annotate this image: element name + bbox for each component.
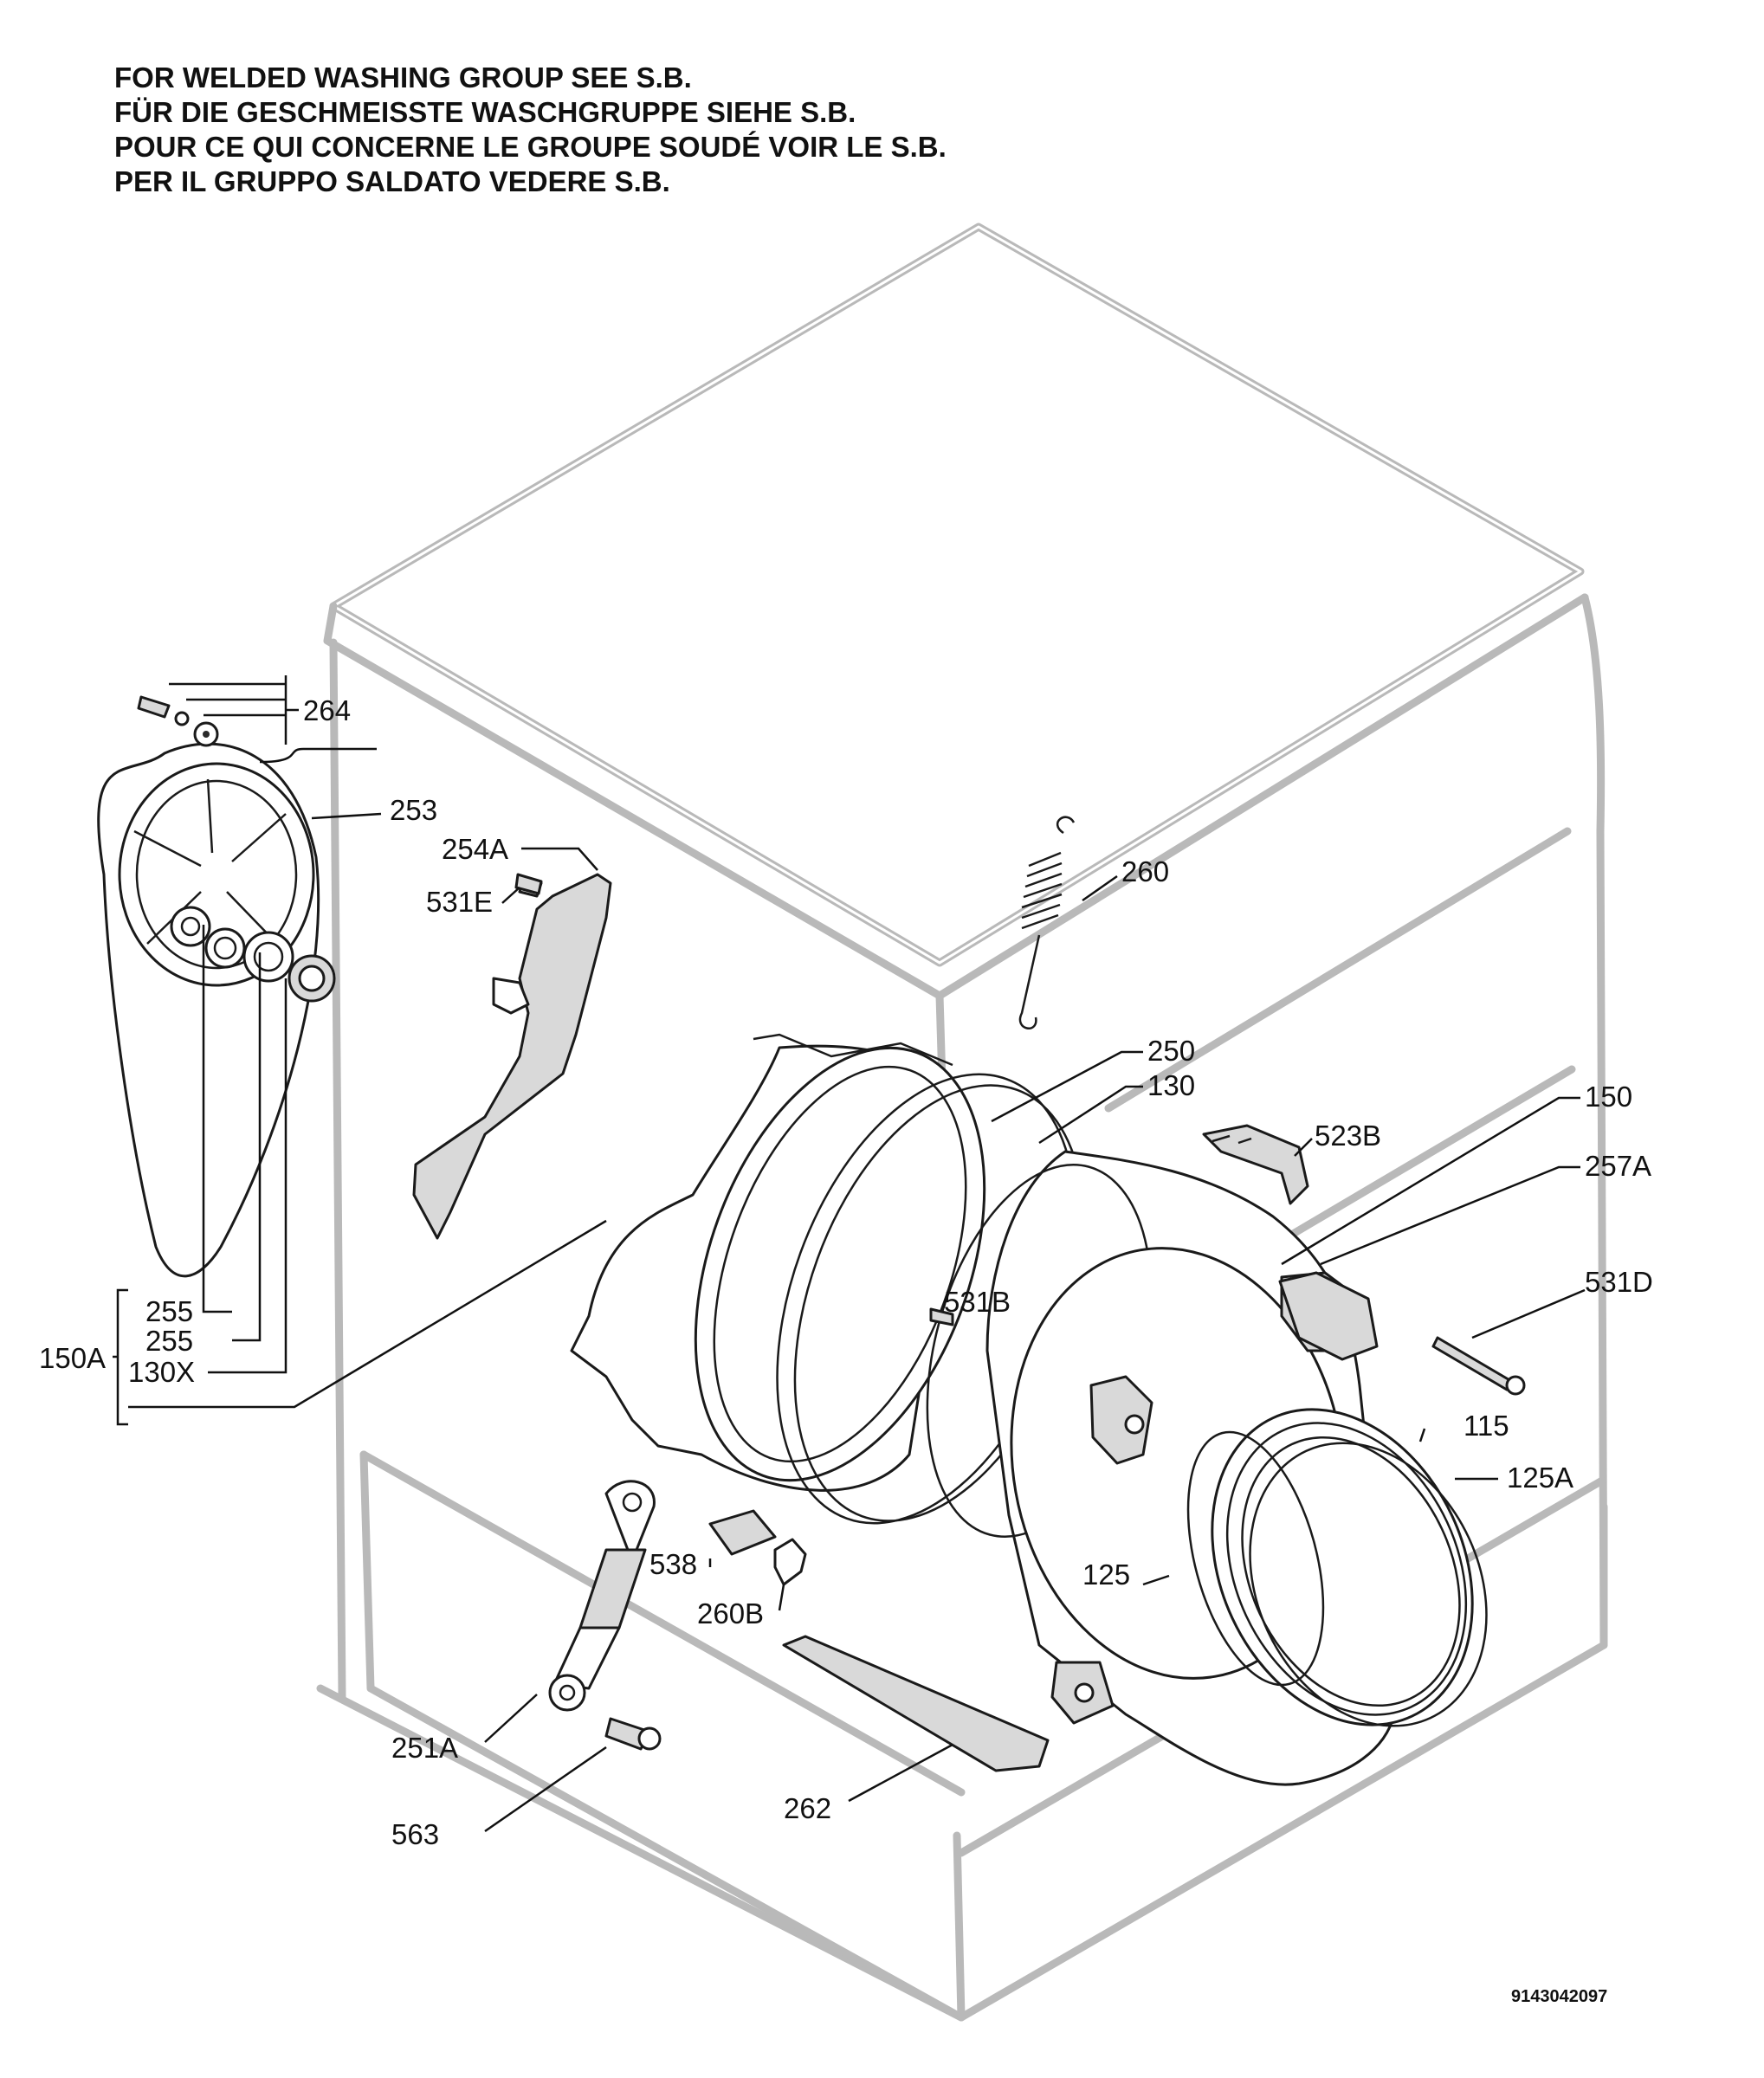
bearings-and-seal bbox=[204, 927, 336, 1003]
washer-cabinet-outline bbox=[316, 223, 1608, 2022]
label-538: 538 bbox=[649, 1548, 697, 1580]
label-255-first: 255 bbox=[145, 1295, 193, 1327]
label-250: 250 bbox=[1147, 1035, 1195, 1067]
header-notes: FOR WELDED WASHING GROUP SEE S.B. FÜR DI… bbox=[114, 61, 947, 199]
label-125A: 125A bbox=[1507, 1462, 1573, 1494]
label-253: 253 bbox=[390, 794, 437, 826]
pulley-253 bbox=[97, 742, 320, 1278]
note-english: FOR WELDED WASHING GROUP SEE S.B. bbox=[114, 61, 692, 94]
label-531B: 531B bbox=[944, 1286, 1011, 1318]
screw-531B bbox=[929, 1307, 954, 1326]
label-260B: 260B bbox=[697, 1597, 764, 1629]
spring-260 bbox=[1018, 816, 1076, 1029]
screw-531E bbox=[514, 873, 543, 895]
screw-set-264 bbox=[137, 695, 219, 747]
label-150: 150 bbox=[1585, 1081, 1632, 1113]
shock-absorber-251A bbox=[548, 1480, 656, 1712]
pin-563 bbox=[604, 1717, 662, 1751]
drawing-code: 9143042097 bbox=[1511, 1987, 1607, 2006]
label-130: 130 bbox=[1147, 1069, 1195, 1101]
label-531E: 531E bbox=[426, 886, 493, 918]
label-254A: 254A bbox=[442, 833, 508, 865]
note-italian: PER IL GRUPPO SALDATO VEDERE S.B. bbox=[114, 165, 670, 197]
bolt-531D bbox=[1431, 1336, 1526, 1396]
label-130X: 130X bbox=[128, 1356, 195, 1388]
leader-lines bbox=[113, 675, 1586, 1833]
label-531D: 531D bbox=[1585, 1266, 1653, 1298]
label-150A: 150A bbox=[39, 1342, 106, 1374]
note-german: FÜR DIE GESCHMEISSTE WASCHGRUPPE SIEHE S… bbox=[114, 96, 856, 128]
clip-260B bbox=[773, 1538, 807, 1586]
clamp-ring-125 bbox=[1186, 1430, 1325, 1687]
label-264: 264 bbox=[303, 694, 351, 726]
pad-538 bbox=[708, 1509, 777, 1556]
label-262: 262 bbox=[784, 1792, 831, 1824]
label-251A: 251A bbox=[391, 1732, 458, 1764]
label-115: 115 bbox=[1464, 1410, 1509, 1442]
label-125: 125 bbox=[1082, 1558, 1130, 1591]
part-labels: 264 253 254A 531E 260 250 130 150 523B 2… bbox=[39, 694, 1653, 1850]
bracket-254A bbox=[412, 873, 612, 1240]
connector-523B bbox=[1202, 1124, 1309, 1205]
label-255-second: 255 bbox=[145, 1325, 193, 1357]
note-french: POUR CE QUI CONCERNE LE GROUPE SOUDÉ VOI… bbox=[114, 131, 947, 163]
plate-262 bbox=[782, 1635, 1050, 1772]
label-260: 260 bbox=[1121, 855, 1169, 887]
label-563: 563 bbox=[391, 1818, 439, 1850]
label-257A: 257A bbox=[1585, 1150, 1651, 1182]
door-seal-115 bbox=[1211, 1408, 1474, 1726]
label-523B: 523B bbox=[1315, 1120, 1381, 1152]
rear-tub-250 bbox=[570, 1033, 986, 1492]
door-clamp-ring-125A bbox=[1249, 1442, 1488, 1727]
counterweight-257A bbox=[1278, 1271, 1379, 1361]
